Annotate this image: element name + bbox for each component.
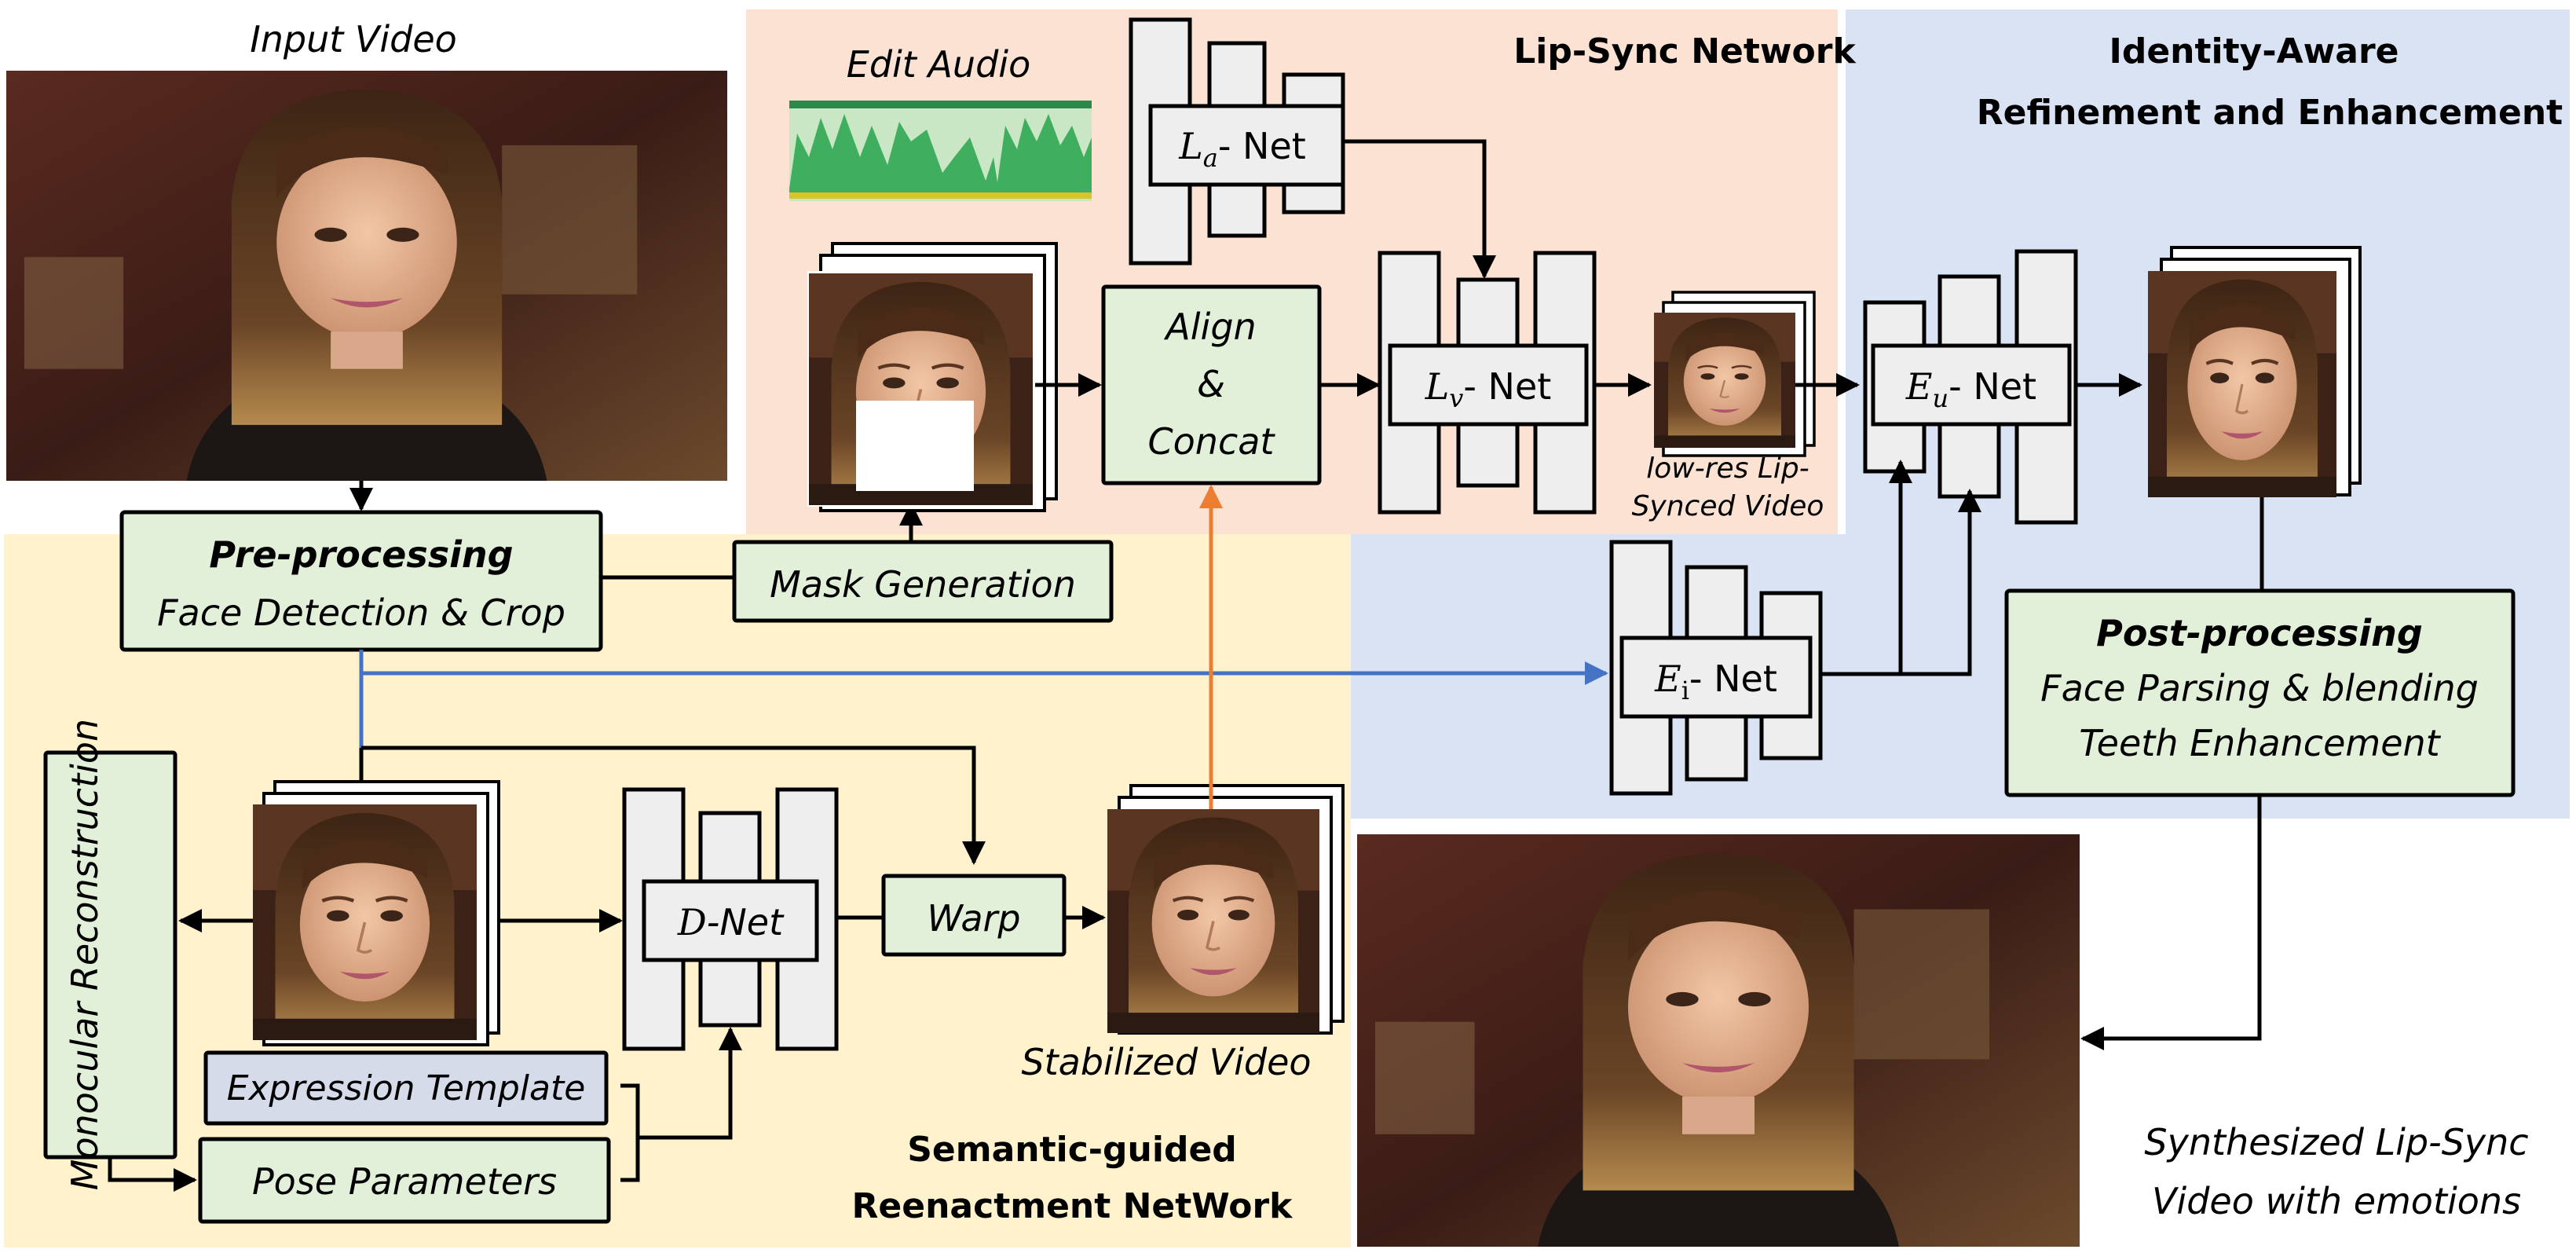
svg-text:Teeth Enhancement: Teeth Enhancement (2079, 722, 2441, 764)
svg-text:Concat: Concat (1148, 420, 1276, 463)
reenact-title-1: Semantic-guided (907, 1130, 1237, 1170)
svg-text:Eu- Net: Eu- Net (1905, 365, 2036, 413)
face-image-icon (253, 804, 477, 1040)
input-video-icon (6, 71, 727, 481)
synth-label-1: Synthesized Lip-Sync (2144, 1121, 2528, 1163)
pose-parameters-box: Pose Parameters (198, 1137, 611, 1224)
svg-text:Pre-processing: Pre-processing (209, 533, 513, 576)
svg-text:Ei- Net: Ei- Net (1654, 658, 1777, 705)
svg-text:Expression Template: Expression Template (227, 1068, 586, 1108)
reenact-title-2: Reenactment NetWork (852, 1186, 1294, 1226)
synth-label-2: Video with emotions (2152, 1180, 2521, 1222)
warp-box: Warp (881, 874, 1067, 957)
lv-net: Lv- Net (1378, 251, 1597, 515)
lowres-video-stack (1654, 291, 1816, 457)
enhance-title-2: Refinement and Enhancement (1977, 93, 2563, 133)
d-net: D-Net (622, 787, 839, 1051)
stabilized-label: Stabilized Video (1021, 1041, 1311, 1083)
svg-text:Warp: Warp (927, 897, 1020, 940)
svg-text:Mask Generation: Mask Generation (770, 563, 1076, 606)
edit-audio-label: Edit Audio (847, 43, 1030, 86)
monocular-reconstruction-box: Monocular Reconstruction (43, 719, 177, 1190)
ei-net: Ei- Net (1609, 540, 1823, 796)
face-image-icon (2148, 271, 2336, 497)
mask-generation-box: Mask Generation (732, 540, 1114, 623)
preprocessing-box: Pre-processing Face Detection & Crop (119, 510, 603, 652)
svg-text:Face Parsing & blending: Face Parsing & blending (2040, 667, 2479, 709)
reenact-face-stack (253, 780, 500, 1046)
align-concat-box: Align & Concat (1101, 284, 1322, 485)
masked-face-stack (807, 242, 1058, 512)
stabilized-face-stack (1107, 784, 1345, 1035)
face-image-icon (1654, 313, 1795, 448)
enhanced-face-stack (2148, 246, 2362, 497)
la-net: La- Net (1129, 17, 1345, 266)
svg-text:Pose Parameters: Pose Parameters (252, 1160, 557, 1203)
lipsync-title: Lip-Sync Network (1513, 31, 1857, 71)
enhance-title-1: Identity-Aware (2109, 31, 2399, 71)
svg-text:Face Detection & Crop: Face Detection & Crop (157, 592, 565, 634)
audio-waveform-icon (789, 101, 1092, 201)
input-video-label: Input Video (250, 18, 457, 60)
svg-text:La- Net: La- Net (1178, 125, 1306, 173)
svg-text:D-Net: D-Net (677, 901, 785, 943)
svg-text:Lv- Net: Lv- Net (1425, 365, 1552, 413)
expression-template-box: Expression Template (203, 1050, 609, 1126)
svg-text:Monocular Reconstruction: Monocular Reconstruction (64, 719, 106, 1190)
output-video-icon (1357, 834, 2080, 1247)
mask-rect-icon (856, 401, 974, 491)
face-image-icon (1107, 809, 1319, 1033)
lowres-label-1: low-res Lip- (1646, 452, 1809, 485)
lowres-label-2: Synced Video (1632, 490, 1824, 522)
postprocessing-box: Post-processing Face Parsing & blending … (2004, 588, 2516, 797)
svg-text:Post-processing: Post-processing (2096, 612, 2423, 654)
svg-text:Align: Align (1163, 306, 1256, 348)
svg-text:&: & (1197, 363, 1225, 405)
